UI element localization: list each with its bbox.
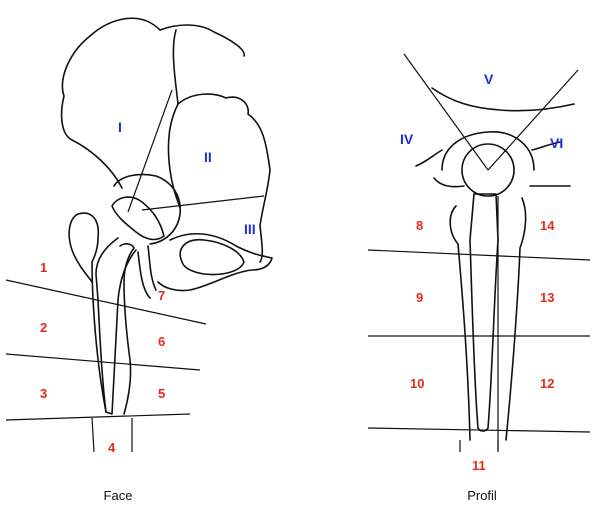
- profile-pelvis-left: [416, 150, 464, 187]
- profile-cup: [442, 132, 534, 170]
- face-zone-line-d: [6, 354, 200, 370]
- face-zone-line-f: [92, 418, 94, 452]
- profile-pelvis-top: [432, 88, 574, 111]
- profile-stem: [470, 194, 498, 431]
- face-caption: Face: [104, 488, 133, 503]
- face-zone-2: 2: [40, 320, 47, 335]
- pelvis-inner-curve: [168, 104, 180, 208]
- face-zone-II: II: [204, 149, 212, 165]
- profile-zone-VI: VI: [550, 135, 563, 151]
- face-zone-line-b: [142, 196, 264, 210]
- face-zone-6: 6: [158, 334, 165, 349]
- profile-zone-10: 10: [410, 376, 424, 391]
- face-prosthesis-head: [112, 197, 164, 239]
- profile-zone-14: 14: [540, 218, 555, 233]
- profile-view: IV V VI 8 9 10 11 12 13 14 Profil: [368, 54, 590, 503]
- face-zone-line-e: [6, 414, 190, 420]
- profile-zone-IV: IV: [400, 131, 414, 147]
- profile-zone-line-right: [488, 70, 578, 170]
- profile-zone-8: 8: [416, 218, 423, 233]
- face-zone-4: 4: [108, 440, 116, 455]
- profile-zone-13: 13: [540, 290, 554, 305]
- profile-zone-9: 9: [416, 290, 423, 305]
- profile-caption: Profil: [467, 488, 497, 503]
- face-zone-line-c: [6, 280, 206, 324]
- face-zone-5: 5: [158, 386, 165, 401]
- profile-zone-11: 11: [472, 458, 486, 473]
- face-zone-III: III: [244, 221, 256, 237]
- face-zone-7: 7: [158, 288, 165, 303]
- profile-femur-outline: [450, 198, 525, 440]
- face-view: I II III 1 2 3 4 5 6 7 Face: [6, 18, 272, 503]
- profile-zone-12: 12: [540, 376, 554, 391]
- profile-zone-V: V: [484, 71, 494, 87]
- pelvis-outline: [62, 18, 270, 262]
- face-zone-1: 1: [40, 260, 47, 275]
- face-femur-outline: [69, 213, 134, 414]
- profile-zone-line-1: [368, 250, 590, 260]
- face-zone-3: 3: [40, 386, 47, 401]
- face-zone-I: I: [118, 119, 122, 135]
- ischium: [138, 246, 156, 298]
- face-zone-line-a: [128, 90, 172, 212]
